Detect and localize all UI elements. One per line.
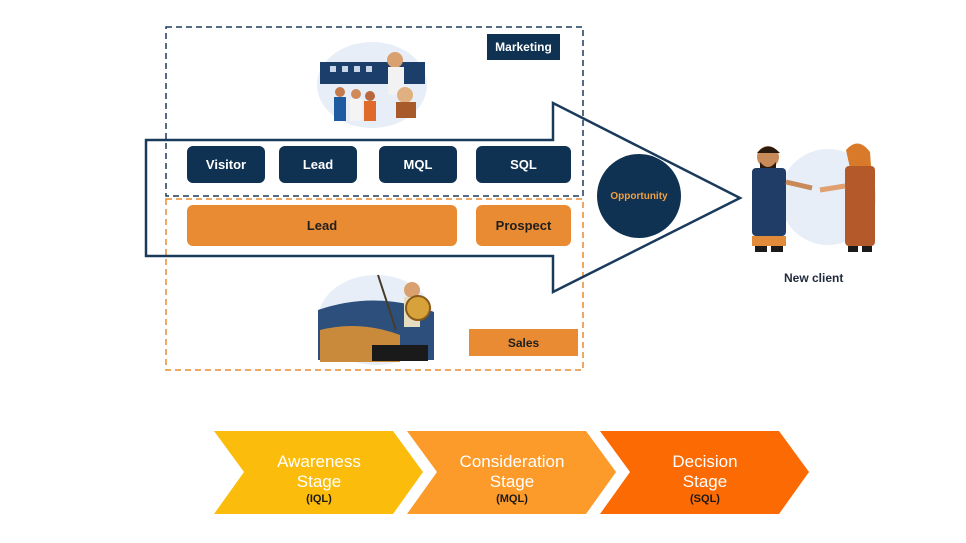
consideration-line1: Consideration: [459, 452, 565, 471]
stage-lead-sales: Lead: [187, 205, 457, 246]
decision-stage-label: Decision Stage (SQL): [630, 452, 780, 506]
awareness-sub: (IQL): [306, 493, 332, 505]
stage-visitor: Visitor: [187, 146, 265, 183]
sales-dashed-box: [165, 198, 584, 371]
stage-sql: SQL: [476, 146, 571, 183]
decision-sub: (SQL): [690, 493, 720, 505]
consideration-line2: Stage: [489, 472, 535, 491]
awareness-line1: Awareness: [277, 452, 361, 471]
opportunity-circle: Opportunity: [597, 154, 681, 238]
chevron-consideration: [407, 431, 616, 514]
stage-prospect: Prospect: [476, 205, 571, 246]
consideration-sub: (MQL): [496, 493, 528, 505]
marketing-illustration: [317, 42, 427, 128]
decision-line2: Stage: [682, 472, 728, 491]
stage-mql: MQL: [379, 146, 457, 183]
chevron-awareness: [214, 431, 423, 514]
chevron-decision: [600, 431, 809, 514]
stage-lead-marketing: Lead: [279, 146, 357, 183]
marketing-dashed-box: [165, 26, 584, 197]
sales-tag: Sales: [469, 329, 578, 356]
big-arrow: [144, 100, 743, 295]
decision-line1: Decision: [672, 452, 738, 471]
new-client-illustration: [752, 143, 876, 252]
new-client-label: New client: [784, 271, 844, 285]
consideration-stage-label: Consideration Stage (MQL): [437, 452, 587, 506]
sales-illustration: [318, 274, 434, 365]
marketing-tag: Marketing: [487, 34, 560, 60]
awareness-stage-label: Awareness Stage (IQL): [244, 452, 394, 506]
awareness-line2: Stage: [296, 472, 342, 491]
